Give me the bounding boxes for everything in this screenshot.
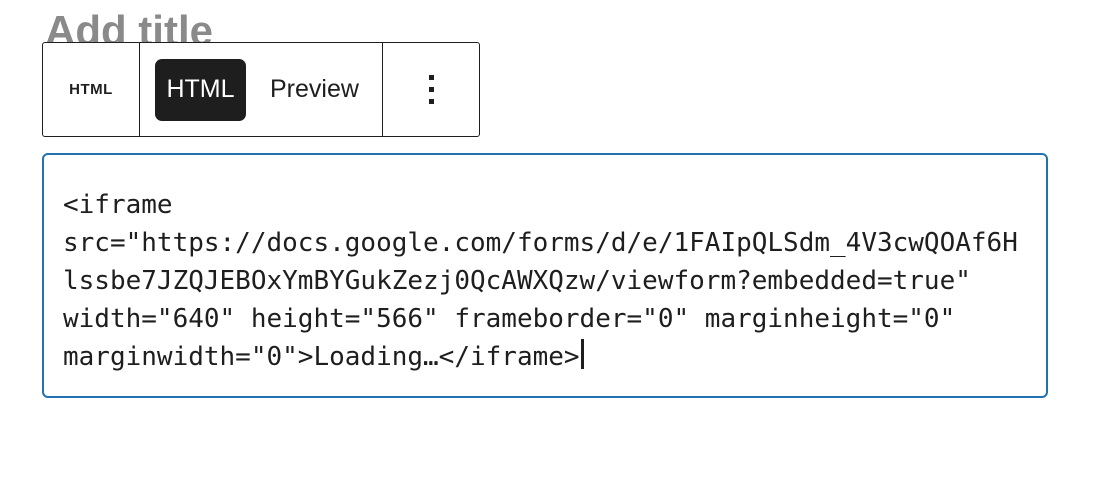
code-line: lssbe7JZQJEBOxYmBYGukZezj0QcAWXQzw/viewf…	[63, 266, 971, 296]
code-line: marginwidth="0">Loading…</iframe>	[63, 338, 1028, 376]
html-mode-button[interactable]: HTML	[155, 58, 246, 121]
code-line: src="https://docs.google.com/forms/d/e/1…	[63, 228, 1018, 258]
text-cursor	[580, 339, 584, 369]
options-menu-button[interactable]	[383, 43, 479, 136]
code-line-text: marginwidth="0">Loading…</iframe>	[63, 342, 580, 372]
mode-switcher: HTML Preview	[140, 43, 383, 136]
code-line: width="640" height="566" frameborder="0"…	[63, 304, 956, 334]
html-code-textarea[interactable]: <iframe src="https://docs.google.com/for…	[42, 153, 1048, 398]
code-line: <iframe	[63, 190, 173, 220]
block-toolbar: HTML HTML Preview	[42, 42, 480, 137]
block-type-button[interactable]: HTML	[43, 43, 140, 136]
block-type-label: HTML	[69, 81, 113, 98]
preview-mode-button[interactable]: Preview	[266, 75, 363, 104]
vertical-ellipsis-icon	[428, 75, 434, 104]
